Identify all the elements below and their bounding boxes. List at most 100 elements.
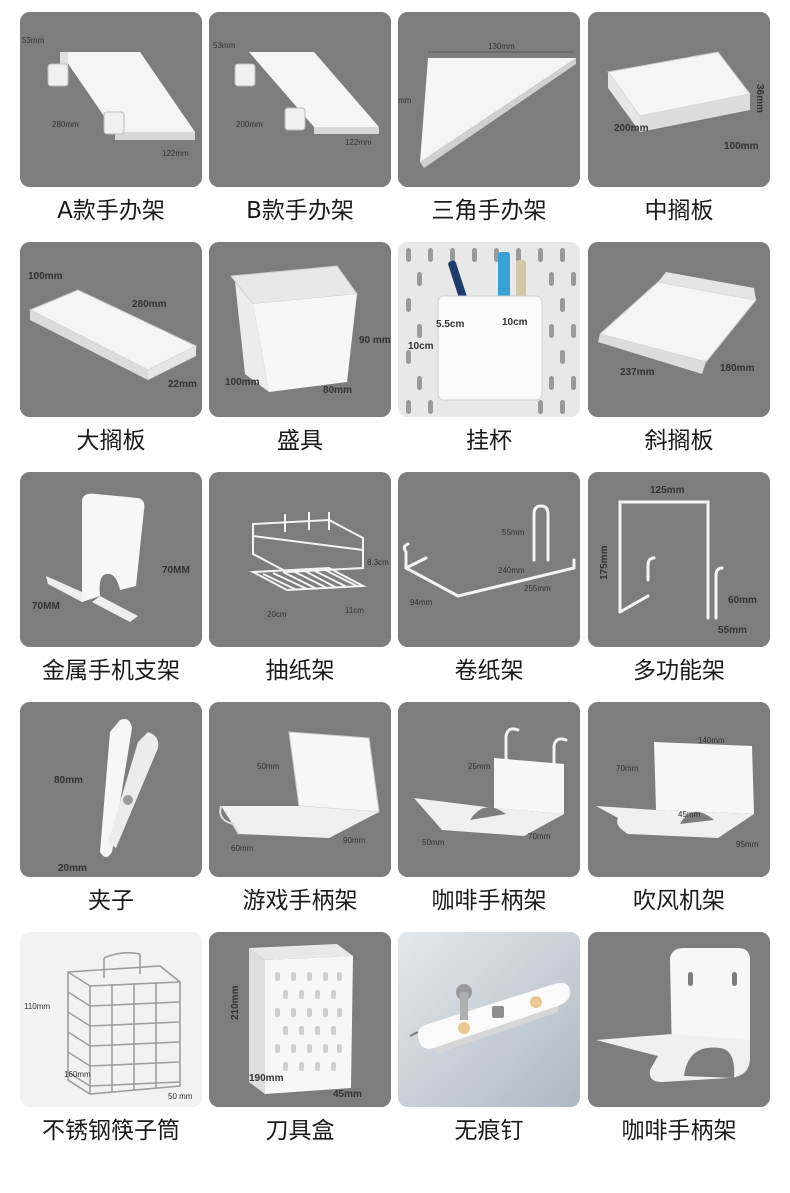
product-image: 53mm 200mm 122mm xyxy=(209,12,391,187)
product-name: 夹子 xyxy=(88,888,134,914)
dimension-label: 80mm xyxy=(323,385,352,396)
chopstick-basket-icon xyxy=(20,932,202,1107)
hairdryer-holder-icon xyxy=(588,702,770,877)
product-name: 咖啡手柄架 xyxy=(431,888,547,914)
product-name: 吹风机架 xyxy=(633,888,725,914)
coffee-handle-holder-icon xyxy=(588,932,770,1107)
product-image: 90 mm 100mm 80mm xyxy=(209,242,391,417)
dimension-label: 70mm xyxy=(528,832,551,841)
knife-box-icon xyxy=(209,932,391,1107)
dimension-label: 53mm xyxy=(213,41,236,50)
product-name: 挂杯 xyxy=(466,428,512,454)
multi-hook-icon xyxy=(588,472,770,647)
dimension-label: 200mm xyxy=(614,123,649,134)
triangle-shelf-icon xyxy=(398,12,580,187)
dimension-label: 80mm xyxy=(54,775,83,786)
dimension-label: 110mm xyxy=(24,1002,51,1011)
dimension-label: 90mm xyxy=(343,836,366,845)
dimension-label: 280mm xyxy=(132,299,167,310)
clip-icon xyxy=(20,702,202,877)
product-image: 110mm 160mm 50 mm xyxy=(20,932,202,1107)
wall-shelf-b-icon xyxy=(209,12,391,187)
dimension-label: 55mm xyxy=(718,625,747,636)
dimension-label: 255mm xyxy=(524,584,551,593)
dimension-label: 240mm xyxy=(498,566,525,575)
product-name: 斜搁板 xyxy=(644,428,714,454)
roll-holder-icon xyxy=(398,472,580,647)
dimension-label: 200mm xyxy=(236,120,263,129)
tissue-rack-icon xyxy=(209,472,391,647)
dimension-label: 90 mm xyxy=(359,335,391,346)
product-name: 不锈钢筷子筒 xyxy=(42,1118,180,1144)
gamepad-holder-icon xyxy=(209,702,391,877)
slanted-shelf-icon xyxy=(588,242,770,417)
product-name: B款手办架 xyxy=(246,198,354,224)
dimension-label: 10cm xyxy=(408,341,434,352)
traceless-nail-icon xyxy=(398,932,580,1107)
product-image: 125mm 175mm 60mm 55mm xyxy=(588,472,770,647)
product-name: 金属手机支架 xyxy=(42,658,180,684)
product-image: 5.5cm 10cm 10cm xyxy=(398,242,580,417)
product-image: 70MM 70MM xyxy=(20,472,202,647)
dimension-label: 280mm xyxy=(52,120,79,129)
dimension-label: 100mm xyxy=(225,377,260,388)
dimension-label: 50mm xyxy=(257,762,280,771)
dimension-label: 60mm xyxy=(231,844,254,853)
product-image: 50mm 60mm 90mm xyxy=(209,702,391,877)
product-name: 无痕钉 xyxy=(454,1118,524,1144)
dimension-label: 20mm xyxy=(58,863,87,874)
product-name: 刀具盒 xyxy=(265,1118,335,1144)
product-image: 55mm 240mm 255mm 94mm xyxy=(398,472,580,647)
product-image: 100mm 280mm 22mm xyxy=(20,242,202,417)
hanging-cup-icon xyxy=(398,242,580,417)
dimension-label: 140mm xyxy=(698,736,725,745)
product-name: A款手办架 xyxy=(57,198,165,224)
dimension-label: 237mm xyxy=(620,367,655,378)
large-shelf-icon xyxy=(20,242,202,417)
product-name: 中搁板 xyxy=(644,198,714,224)
dimension-label: 25mm xyxy=(468,762,491,771)
dimension-label: 20cm xyxy=(267,610,287,619)
dimension-label: mm xyxy=(398,96,412,105)
dimension-label: 22mm xyxy=(168,379,197,390)
dimension-label: 95mm xyxy=(736,840,759,849)
dimension-label: 45mm xyxy=(678,810,701,819)
product-name: 卷纸架 xyxy=(454,658,524,684)
dimension-label: 8.3cm xyxy=(367,558,389,567)
product-image: 210mm 190mm 45mm xyxy=(209,932,391,1107)
product-image: 25mm 50mm 70mm xyxy=(398,702,580,877)
dimension-label: 60mm xyxy=(728,595,757,606)
dimension-label: 130mm xyxy=(488,42,515,51)
dimension-label: 100mm xyxy=(28,271,63,282)
phone-stand-icon xyxy=(20,472,202,647)
product-image: 130mm mm xyxy=(398,12,580,187)
product-image: 36mm 200mm 100mm xyxy=(588,12,770,187)
dimension-label: 50mm xyxy=(422,838,445,847)
product-image: 237mm 180mm xyxy=(588,242,770,417)
dimension-label: 36mm xyxy=(754,84,765,113)
dimension-label: 70MM xyxy=(162,565,190,576)
product-name: 游戏手柄架 xyxy=(242,888,358,914)
coffee-handle-holder-icon xyxy=(398,702,580,877)
dimension-label: 160mm xyxy=(64,1070,91,1079)
medium-shelf-icon xyxy=(588,12,770,187)
dimension-label: 125mm xyxy=(650,485,685,496)
dimension-label: 70MM xyxy=(32,601,60,612)
product-image: 53mm 280mm 122mm xyxy=(20,12,202,187)
dimension-label: 45mm xyxy=(333,1089,362,1100)
product-name: 大搁板 xyxy=(76,428,146,454)
dimension-label: 11cm xyxy=(345,606,364,615)
dimension-label: 190mm xyxy=(249,1073,284,1084)
product-image: 140mm 70mm 45mm 95mm xyxy=(588,702,770,877)
product-image xyxy=(398,932,580,1107)
product-name: 咖啡手柄架 xyxy=(621,1118,737,1144)
product-name: 盛具 xyxy=(277,428,323,454)
product-image: 8.3cm 20cm 11cm xyxy=(209,472,391,647)
dimension-label: 10cm xyxy=(502,317,528,328)
container-box-icon xyxy=(209,242,391,417)
dimension-label: 122mm xyxy=(345,138,372,147)
dimension-label: 122mm xyxy=(162,149,189,158)
dimension-label: 100mm xyxy=(724,141,759,152)
dimension-label: 180mm xyxy=(720,363,755,374)
